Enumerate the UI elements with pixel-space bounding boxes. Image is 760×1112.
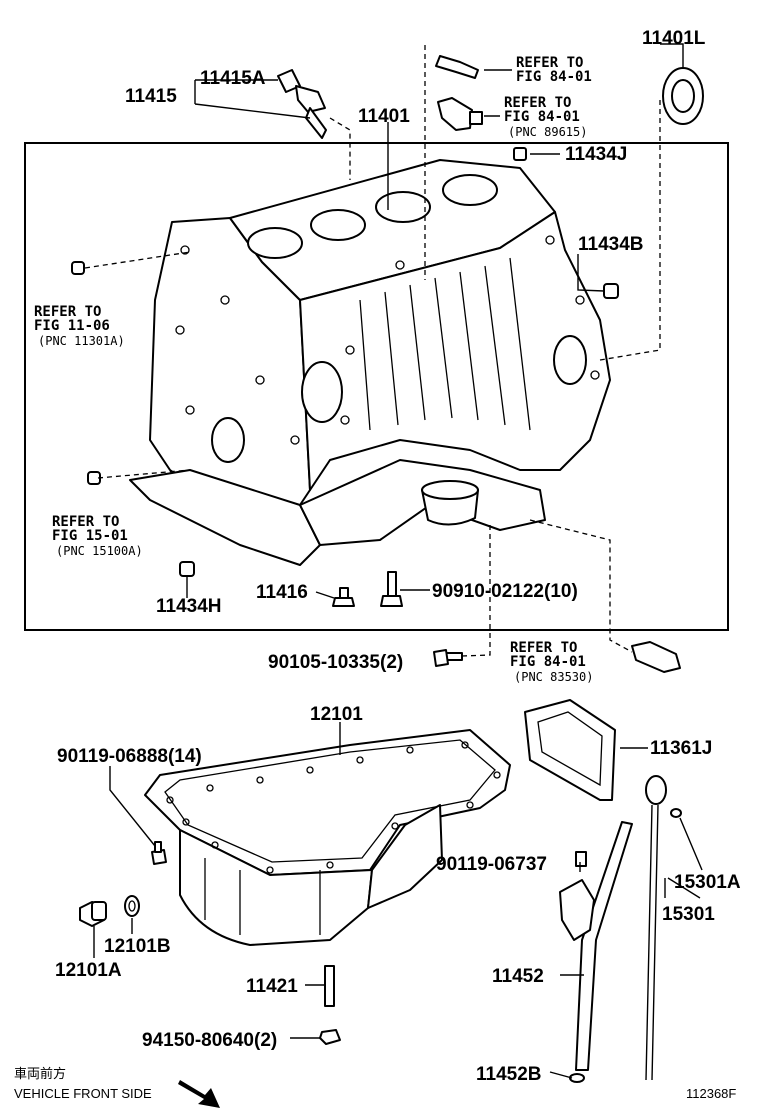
- ref-block-1: REFER TO FIG 84-01: [516, 55, 592, 85]
- nut-94150-icon: [319, 1029, 341, 1045]
- label-11401: 11401: [358, 106, 410, 127]
- assembly-frame: [24, 142, 729, 631]
- oil-pan-icon: [144, 729, 511, 946]
- ref-block-3: REFER TO FIG 11-06 (PNC 11301A): [34, 304, 125, 348]
- bolt-90119-06888-icon: [151, 841, 167, 865]
- label-11416: 11416: [256, 582, 308, 603]
- leader-lines: [84, 43, 703, 1079]
- front-arrow-icon: [178, 1080, 220, 1108]
- gasket-12101b-icon: [124, 895, 140, 917]
- label-11434h: 11434H: [156, 596, 222, 617]
- label-15301: 15301: [662, 904, 715, 925]
- stud-11421-icon: [324, 965, 335, 1007]
- oil-seal-icon: [662, 67, 704, 125]
- union-bolt-icon: [277, 69, 327, 139]
- dipstick-icon: [645, 775, 682, 1081]
- drain-plug-icon: [79, 901, 107, 927]
- label-11421: 11421: [246, 976, 298, 997]
- dowel-pin-left-upper: [71, 261, 85, 275]
- label-11401l: 11401L: [642, 28, 706, 49]
- ref4-line2: FIG 15-01: [52, 528, 128, 544]
- baffle-plate-icon: [524, 699, 616, 801]
- cylinder-block-icon: [129, 159, 611, 566]
- ref3-line3: (PNC 11301A): [38, 334, 125, 348]
- ref2-line2: FIG 84-01: [504, 109, 580, 125]
- label-12101: 12101: [310, 704, 363, 725]
- label-11361j: 11361J: [650, 738, 712, 759]
- figure-code: 112368F: [686, 1086, 736, 1101]
- ref3-line2: FIG 11-06: [34, 318, 110, 334]
- ref1-line2: FIG 84-01: [516, 69, 592, 85]
- label-90910: 90910-02122(10): [432, 581, 578, 602]
- dowel-pin-11434b: [603, 283, 619, 299]
- bolt-90910-icon: [380, 571, 403, 607]
- sensor-89615-icon: [437, 97, 483, 131]
- ref-block-5: REFER TO FIG 84-01 (PNC 83530): [510, 640, 593, 684]
- guide-tube-icon: [559, 821, 633, 1083]
- stud-icon: [435, 55, 479, 79]
- label-11415a: 11415A: [200, 68, 266, 89]
- dowel-pin-11434h: [179, 561, 195, 577]
- ref-block-2: REFER TO FIG 84-01 (PNC 89615): [504, 95, 587, 139]
- ref2-line1: REFER TO: [504, 95, 571, 111]
- ref3-line1: REFER TO: [34, 304, 101, 320]
- label-90119-06888: 90119-06888(14): [57, 746, 202, 767]
- ref4-line3: (PNC 15100A): [56, 544, 143, 558]
- vehicle-front-en: VEHICLE FRONT SIDE: [14, 1086, 152, 1101]
- label-11452b: 11452B: [476, 1064, 542, 1085]
- ref5-line3: (PNC 83530): [514, 670, 593, 684]
- bolt-90105-icon: [433, 649, 463, 667]
- label-94150: 94150-80640(2): [142, 1030, 277, 1051]
- label-11434j: 11434J: [565, 144, 627, 165]
- label-11415: 11415: [125, 86, 177, 107]
- ref4-line1: REFER TO: [52, 514, 119, 530]
- label-12101a: 12101A: [55, 960, 122, 981]
- ref1-line1: REFER TO: [516, 55, 583, 71]
- ref-block-4: REFER TO FIG 15-01 (PNC 15100A): [52, 514, 143, 558]
- bolt-11416-icon: [332, 587, 355, 607]
- label-90119-06737: 90119-06737: [436, 854, 547, 875]
- label-90105: 90105-10335(2): [268, 652, 403, 673]
- ref5-line1: REFER TO: [510, 640, 577, 656]
- vehicle-front-jp: 車両前方: [14, 1066, 66, 1081]
- sensor-83530-icon: [631, 641, 681, 673]
- ref5-line2: FIG 84-01: [510, 654, 586, 670]
- dowel-pin-11434j: [513, 147, 527, 161]
- ref2-line3: (PNC 89615): [508, 125, 587, 139]
- label-11452: 11452: [492, 966, 544, 987]
- label-15301a: 15301A: [674, 872, 741, 893]
- label-11434b: 11434B: [578, 234, 644, 255]
- label-12101b: 12101B: [104, 936, 171, 957]
